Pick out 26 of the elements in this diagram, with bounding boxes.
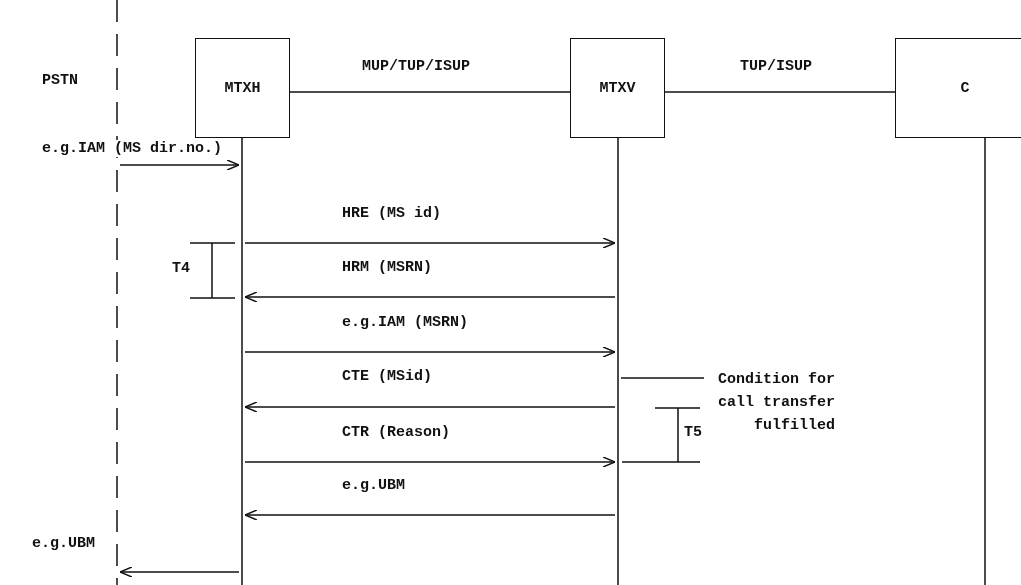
network-label: PSTN	[42, 72, 78, 89]
message-arrow	[244, 291, 616, 303]
message-arrow	[244, 456, 616, 468]
lifeline	[239, 138, 245, 585]
message-arrow	[119, 159, 240, 171]
message-label: e.g.UBM	[340, 477, 407, 494]
condition-note: Condition for call transfer fulfilled	[705, 368, 835, 437]
lifeline	[615, 138, 621, 585]
message-arrow	[244, 237, 616, 249]
message-label: e.g.UBM	[30, 535, 97, 552]
message-arrow	[244, 509, 616, 521]
entity-name: C	[960, 79, 970, 97]
message-arrow	[244, 346, 616, 358]
entity-name: MTXV	[599, 79, 636, 97]
entity-box	[895, 38, 1021, 138]
entity-box	[195, 38, 290, 138]
message-arrow	[244, 401, 616, 413]
connection-line	[664, 91, 896, 93]
entity-box	[570, 38, 665, 138]
leader-line	[620, 377, 705, 379]
timer-label: T5	[684, 424, 702, 441]
timer-label: T4	[172, 260, 190, 277]
entity-name: MTXH	[224, 79, 261, 97]
connection-line	[289, 91, 571, 93]
lifeline	[982, 138, 988, 585]
message-arrow	[119, 566, 240, 578]
